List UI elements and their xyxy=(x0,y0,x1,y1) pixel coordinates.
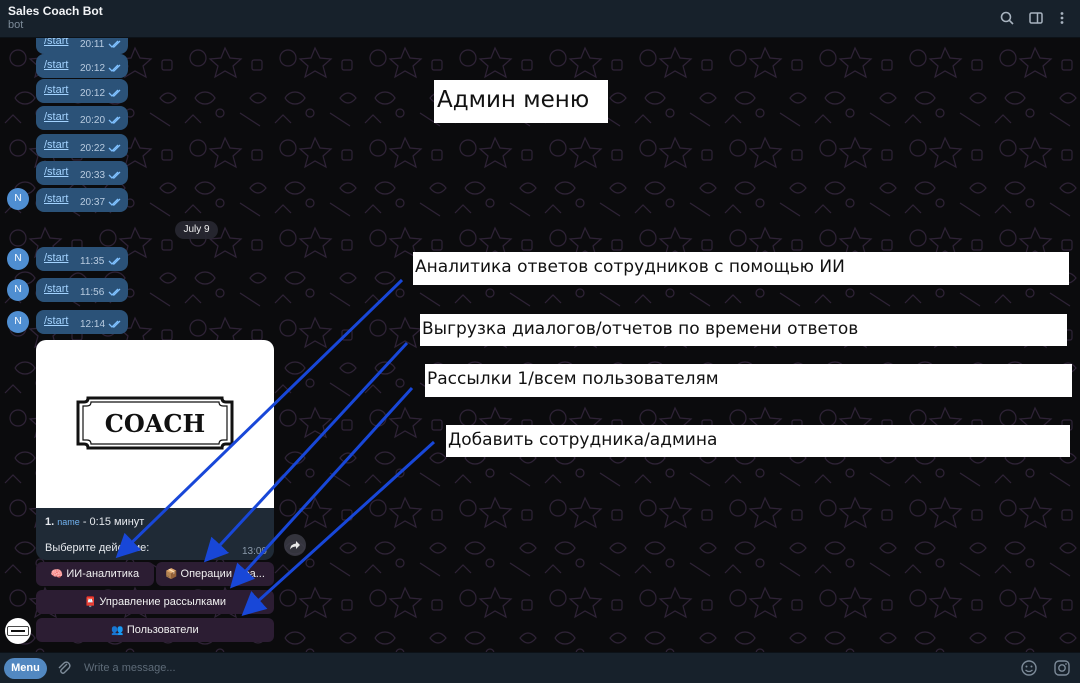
chat-title[interactable]: Sales Coach Bot xyxy=(8,4,103,18)
message-time: 20:12 xyxy=(80,88,106,99)
operations-label: Операции с ба... xyxy=(180,568,265,580)
users-icon: 👥 xyxy=(111,625,124,636)
message-bubble[interactable]: /start 20:11 xyxy=(36,38,128,54)
command-link[interactable]: /start xyxy=(44,59,69,71)
message-bubble[interactable]: /start 20:37 xyxy=(36,188,128,212)
mailings-label: Управление рассылками xyxy=(99,596,227,608)
double-check-icon xyxy=(108,64,121,72)
mailbox-icon: 📮 xyxy=(83,597,97,608)
attach-icon[interactable] xyxy=(56,660,72,676)
double-check-icon xyxy=(108,320,121,328)
message-input[interactable] xyxy=(84,657,964,679)
package-icon: 📦 xyxy=(165,569,178,580)
double-check-icon xyxy=(108,116,121,124)
choose-action-text: Выберите действие: xyxy=(45,542,150,554)
bot-commands-icon[interactable] xyxy=(1053,659,1071,677)
double-check-icon xyxy=(108,257,121,265)
double-check-icon xyxy=(108,198,121,206)
message-time: 20:20 xyxy=(80,115,106,126)
users-label: Пользователи xyxy=(126,624,199,636)
operations-button[interactable]: 📦Операции с ба... xyxy=(156,562,274,586)
message-time: 20:33 xyxy=(80,170,106,181)
annotation-admin-menu: Админ меню xyxy=(434,80,608,123)
forward-icon[interactable] xyxy=(284,534,306,556)
report-line: 1. name - 0:15 минут xyxy=(45,516,144,528)
search-icon[interactable] xyxy=(998,9,1016,27)
annotation-export: Выгрузка диалогов/отчетов по времени отв… xyxy=(420,314,1067,346)
double-check-icon xyxy=(108,40,121,48)
annotation-mailings: Рассылки 1/всем пользователям xyxy=(425,364,1072,397)
message-time: 11:56 xyxy=(80,287,105,298)
date-separator: July 9 xyxy=(175,221,218,239)
message-time: 20:11 xyxy=(80,39,105,50)
double-check-icon xyxy=(108,288,121,296)
double-check-icon xyxy=(108,89,121,97)
command-link[interactable]: /start xyxy=(44,315,69,327)
command-link[interactable]: /start xyxy=(44,252,69,264)
command-link[interactable]: /start xyxy=(44,283,69,295)
message-time: 20:37 xyxy=(80,197,106,208)
message-time: 11:35 xyxy=(80,256,105,267)
message-bubble[interactable]: /start 20:12 xyxy=(36,54,128,78)
annotation-ai-analytics: Аналитика ответов сотрудников с помощью … xyxy=(413,252,1069,285)
bot-message-card[interactable]: COACH 1. name - 0:15 минут Выберите дейс… xyxy=(36,340,274,560)
ai-analytics-button[interactable]: 🧠ИИ-аналитика xyxy=(36,562,154,586)
message-time: 20:12 xyxy=(80,63,106,74)
message-bubble[interactable]: /start 20:22 xyxy=(36,134,128,158)
command-link[interactable]: /start xyxy=(44,84,69,96)
message-time: 12:14 xyxy=(80,319,106,330)
message-bubble[interactable]: /start 12:14 xyxy=(36,310,128,334)
mailings-button[interactable]: 📮Управление рассылками xyxy=(36,590,274,614)
users-button[interactable]: 👥Пользователи xyxy=(36,618,274,642)
message-bubble[interactable]: /start 11:56 xyxy=(36,278,128,302)
message-bubble[interactable]: /start 11:35 xyxy=(36,247,128,271)
user-avatar[interactable]: N xyxy=(7,311,29,333)
coach-logo-text: COACH xyxy=(105,409,205,438)
chat-area[interactable]: /start 20:11 /start 20:12 /start 20:12 /… xyxy=(0,38,1080,652)
sidebar-toggle-icon[interactable] xyxy=(1027,9,1045,27)
report-duration: - 0:15 минут xyxy=(82,516,145,528)
brain-icon: 🧠 xyxy=(50,569,64,580)
chat-subtitle: bot xyxy=(8,19,24,31)
more-vertical-icon[interactable] xyxy=(1053,9,1071,27)
message-composer: Menu xyxy=(0,652,1080,683)
command-link[interactable]: /start xyxy=(44,166,69,178)
annotation-add-user: Добавить сотрудника/админа xyxy=(446,425,1070,457)
command-link[interactable]: /start xyxy=(44,193,69,205)
command-link[interactable]: /start xyxy=(44,38,69,47)
message-bubble[interactable]: /start 20:33 xyxy=(36,161,128,185)
message-bubble[interactable]: /start 20:20 xyxy=(36,106,128,130)
user-avatar[interactable]: N xyxy=(7,279,29,301)
double-check-icon xyxy=(108,171,121,179)
command-link[interactable]: /start xyxy=(44,139,69,151)
user-avatar[interactable]: N xyxy=(7,248,29,270)
coach-logo-image[interactable]: COACH xyxy=(36,340,274,508)
bot-avatar[interactable] xyxy=(5,618,31,644)
report-index: 1. xyxy=(45,516,55,528)
double-check-icon xyxy=(108,144,121,152)
bot-menu-button[interactable]: Menu xyxy=(4,658,47,679)
report-name-link[interactable]: name xyxy=(57,517,80,527)
emoji-icon[interactable] xyxy=(1020,659,1038,677)
message-time: 13:00 xyxy=(241,546,267,557)
message-time: 20:22 xyxy=(80,143,106,154)
user-avatar[interactable]: N xyxy=(7,188,29,210)
command-link[interactable]: /start xyxy=(44,111,69,123)
chat-header: Sales Coach Bot bot xyxy=(0,0,1080,38)
ai-analytics-label: ИИ-аналитика xyxy=(66,568,140,580)
message-bubble[interactable]: /start 20:12 xyxy=(36,79,128,103)
